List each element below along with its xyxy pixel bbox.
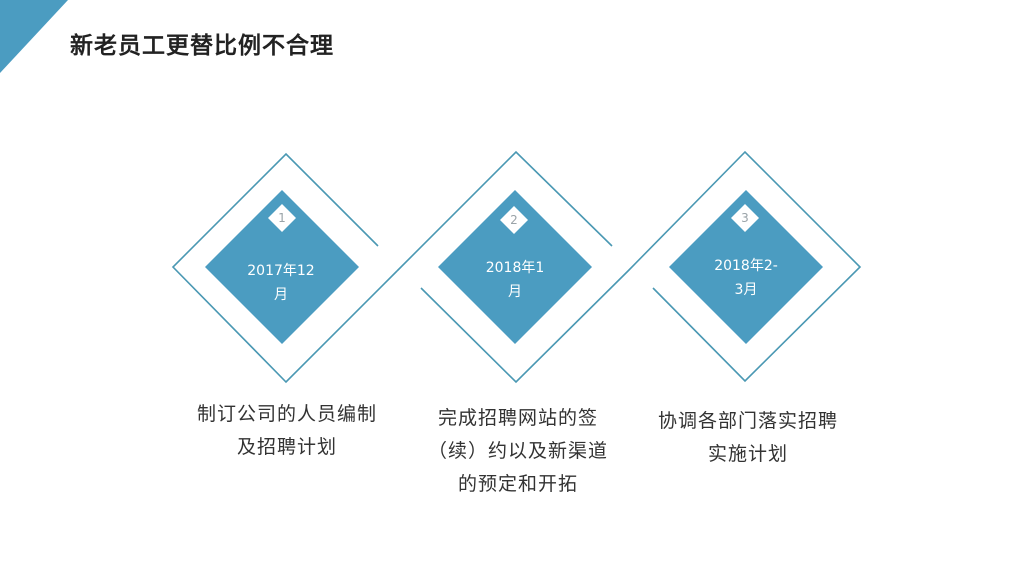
page-title: 新老员工更替比例不合理 [70,33,334,59]
step-date-2-line1: 2018年1 [485,260,545,276]
outline-middle [396,150,613,272]
step-description-3-line1: 协调各部门落实招聘 [657,410,838,432]
step-date-1-line1: 2017年12 [247,263,315,279]
step-date-1-line2: 月 [274,287,288,303]
step-date-1: 2017年12 月 [236,259,326,307]
date-diamond-2 [438,190,592,344]
outline-middle-bottom [420,150,862,384]
step-description-2: 完成招聘网站的签 （续）约以及新渠道 的预定和开拓 [413,402,623,501]
corner-triangle-decoration [0,0,68,73]
step-description-1: 制订公司的人员编制 及招聘计划 [182,398,392,464]
date-diamond-3 [669,190,823,344]
step-number-3: 3 [741,211,749,225]
step-description-3: 协调各部门落实招聘 实施计划 [643,405,853,471]
step-date-3: 2018年2- 3月 [701,254,791,302]
step-description-2-line3: 的预定和开拓 [457,473,578,495]
step-description-2-line1: 完成招聘网站的签 [437,407,598,429]
step-date-2-line2: 月 [508,284,522,300]
number-badge-3 [731,204,759,232]
number-badge-2 [500,206,528,234]
step-number-1: 1 [278,211,286,225]
step-number-2: 2 [510,213,518,227]
step-description-1-line2: 及招聘计划 [236,436,337,458]
date-diamond-1 [205,190,359,344]
outline-left-1 [171,152,398,384]
step-description-3-line2: 实施计划 [707,443,788,465]
number-badge-1 [268,204,296,232]
step-date-3-line1: 2018年2- [714,258,778,274]
step-description-2-line2: （续）约以及新渠道 [427,440,608,462]
step-date-2: 2018年1 月 [470,256,560,304]
step-date-3-line2: 3月 [734,282,758,298]
step-description-1-line1: 制订公司的人员编制 [196,403,377,425]
